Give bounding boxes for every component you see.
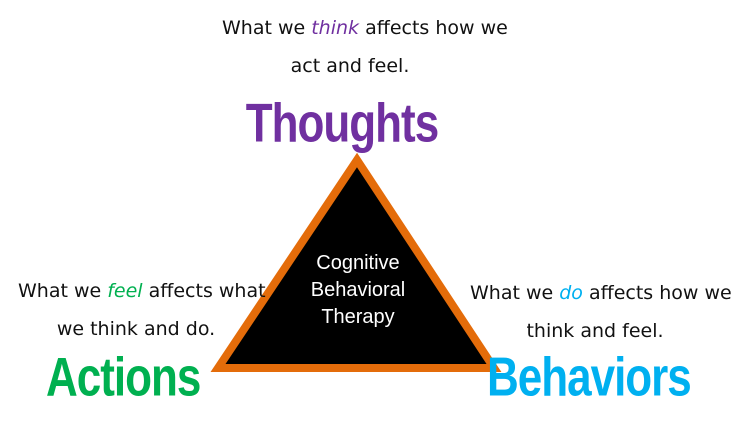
caption-text: What we: [18, 280, 108, 302]
center-line-3: Therapy: [321, 306, 395, 328]
caption-text: affects how we: [359, 17, 508, 39]
caption-text: affects what: [142, 280, 266, 302]
thoughts-caption-line1: What we think affects how we: [222, 14, 508, 42]
thoughts-title: Thoughts: [245, 92, 439, 154]
triangle-shape: [210, 152, 502, 372]
caption-text: affects how we: [582, 282, 732, 304]
behaviors-title: Behaviors: [487, 346, 692, 408]
behaviors-caption-line2: think and feel.: [526, 320, 664, 342]
actions-title: Actions: [46, 346, 201, 408]
caption-highlight-feel: feel: [107, 280, 143, 302]
actions-caption-line1: What we feel affects what: [18, 277, 266, 305]
caption-text: What we: [222, 17, 312, 39]
caption-text: What we: [470, 282, 560, 304]
behaviors-caption: What we do affects how we think and feel…: [470, 279, 732, 345]
behaviors-caption-line1: What we do affects how we: [470, 279, 732, 307]
center-line-2: Behavioral: [310, 279, 406, 301]
actions-caption-line2: we think and do.: [56, 318, 216, 340]
center-line-1: Cognitive: [316, 252, 400, 274]
triangle-center-label: Cognitive Behavioral Therapy: [258, 250, 458, 331]
caption-highlight-think: think: [311, 17, 360, 39]
actions-caption: What we feel affects what we think and d…: [18, 277, 266, 343]
thoughts-caption-line2: act and feel.: [290, 55, 410, 77]
caption-highlight-do: do: [559, 282, 583, 304]
thoughts-caption: What we think affects how we act and fee…: [222, 14, 508, 80]
